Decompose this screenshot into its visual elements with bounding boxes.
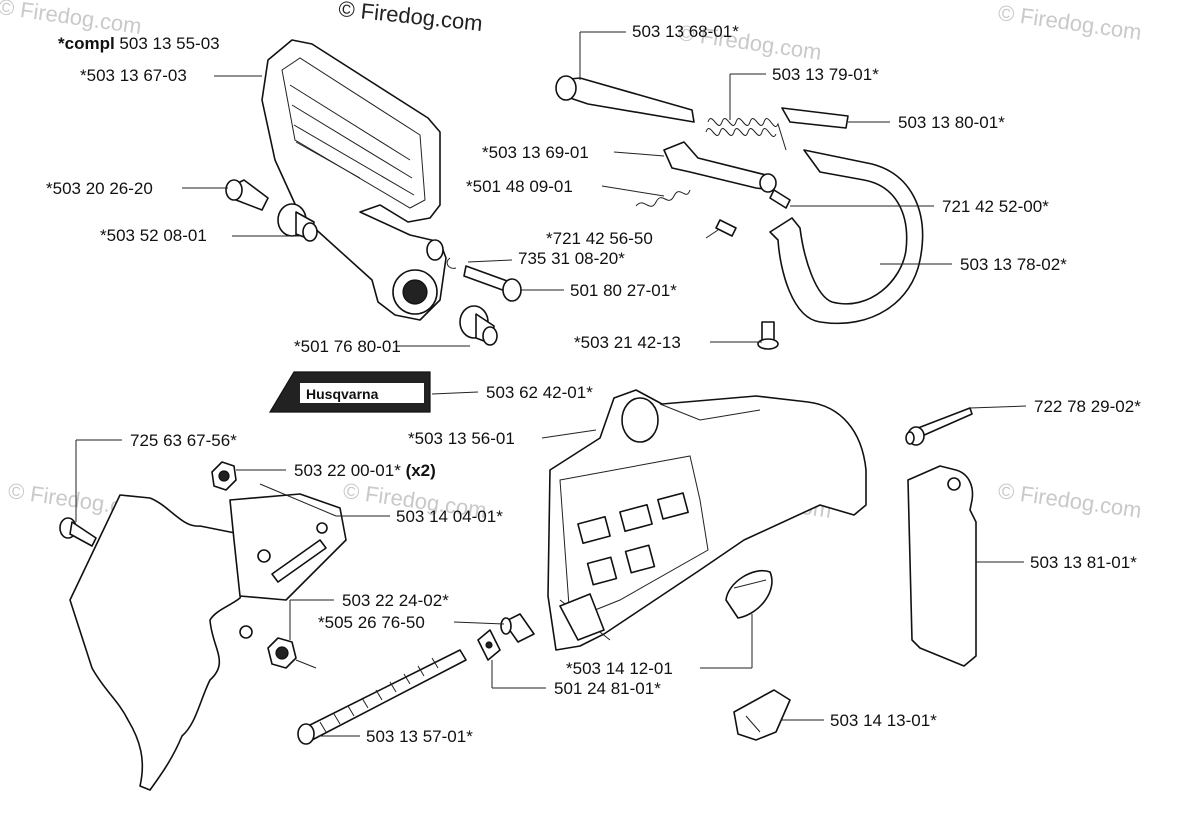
pin-part xyxy=(446,257,522,302)
clutch-cover-part xyxy=(547,389,867,651)
part-label: 503 14 13-01* xyxy=(830,711,937,730)
rod-part xyxy=(555,75,695,123)
part-label: 725 63 67-56* xyxy=(130,431,237,450)
part-label: 503 22 24-02* xyxy=(342,591,449,610)
part-label: 501 24 81-01* xyxy=(554,679,661,698)
pin-nut-part xyxy=(500,613,535,643)
part-label: 503 62 42-01* xyxy=(486,383,593,402)
screw-part-2 xyxy=(59,517,97,547)
part-label: *505 26 76-50 xyxy=(318,613,425,632)
nut-part-2 xyxy=(267,637,297,669)
part-label: 503 13 80-01* xyxy=(898,113,1005,132)
part-label: 503 13 78-02* xyxy=(960,255,1067,274)
spring-part xyxy=(705,118,787,151)
plate-part xyxy=(781,107,849,129)
knob-part xyxy=(725,569,773,619)
part-label: 501 80 27-01* xyxy=(570,281,677,300)
compl-prefix: *compl xyxy=(58,34,115,53)
bolt-part xyxy=(225,179,269,211)
bushing-part-2 xyxy=(459,305,498,346)
screw-part xyxy=(757,321,779,350)
part-label: 503 14 04-01* xyxy=(396,507,503,526)
leader-lines xyxy=(75,31,1027,737)
part-label-compl: *compl 503 13 55-03 xyxy=(58,35,220,53)
small-plate-part xyxy=(477,629,501,661)
part-label: *721 42 56-50 xyxy=(546,229,653,248)
compl-number: 503 13 55-03 xyxy=(119,34,220,53)
pin-part-2 xyxy=(769,189,791,209)
part-label-x2: 503 22 00-01* (x2) xyxy=(294,462,436,480)
lever-part xyxy=(663,141,777,193)
part-label: *501 76 80-01 xyxy=(294,337,401,356)
knob-part-2 xyxy=(733,689,791,741)
part-label: 721 42 52-00* xyxy=(942,197,1049,216)
bar-plate-part xyxy=(69,493,347,791)
part-label: *503 20 26-20 xyxy=(46,179,153,198)
brake-band-part xyxy=(769,149,924,325)
cover-plate-part xyxy=(907,465,977,667)
part-label: *503 52 08-01 xyxy=(100,226,207,245)
part-label: *503 13 69-01 xyxy=(482,143,589,162)
nut-part xyxy=(211,461,237,491)
part-label: *503 13 67-03 xyxy=(80,66,187,85)
quantity-label: (x2) xyxy=(405,461,436,480)
bolt-part-2 xyxy=(905,407,973,446)
part-label: *503 21 42-13 xyxy=(574,333,681,352)
pin-part-3 xyxy=(715,219,737,237)
part-label: 722 78 29-02* xyxy=(1034,397,1141,416)
part-label: 503 13 57-01* xyxy=(366,727,473,746)
part-number: 503 22 00-01* xyxy=(294,461,401,480)
adjusting-screw-part xyxy=(297,649,467,745)
husqvarna-logo: Husqvarna xyxy=(306,386,379,402)
hand-guard-part xyxy=(261,39,447,321)
part-label: *503 14 12-01 xyxy=(566,659,673,678)
part-label: 503 13 79-01* xyxy=(772,65,879,84)
small-spring-part xyxy=(635,189,691,207)
bushing-part xyxy=(277,203,318,242)
part-label: 503 13 68-01* xyxy=(632,22,739,41)
husqvarna-decal-part: Husqvarna xyxy=(268,371,431,413)
part-label: 503 13 81-01* xyxy=(1030,553,1137,572)
part-label: *501 48 09-01 xyxy=(466,177,573,196)
part-label: *503 13 56-01 xyxy=(408,429,515,448)
part-label: 735 31 08-20* xyxy=(518,249,625,268)
